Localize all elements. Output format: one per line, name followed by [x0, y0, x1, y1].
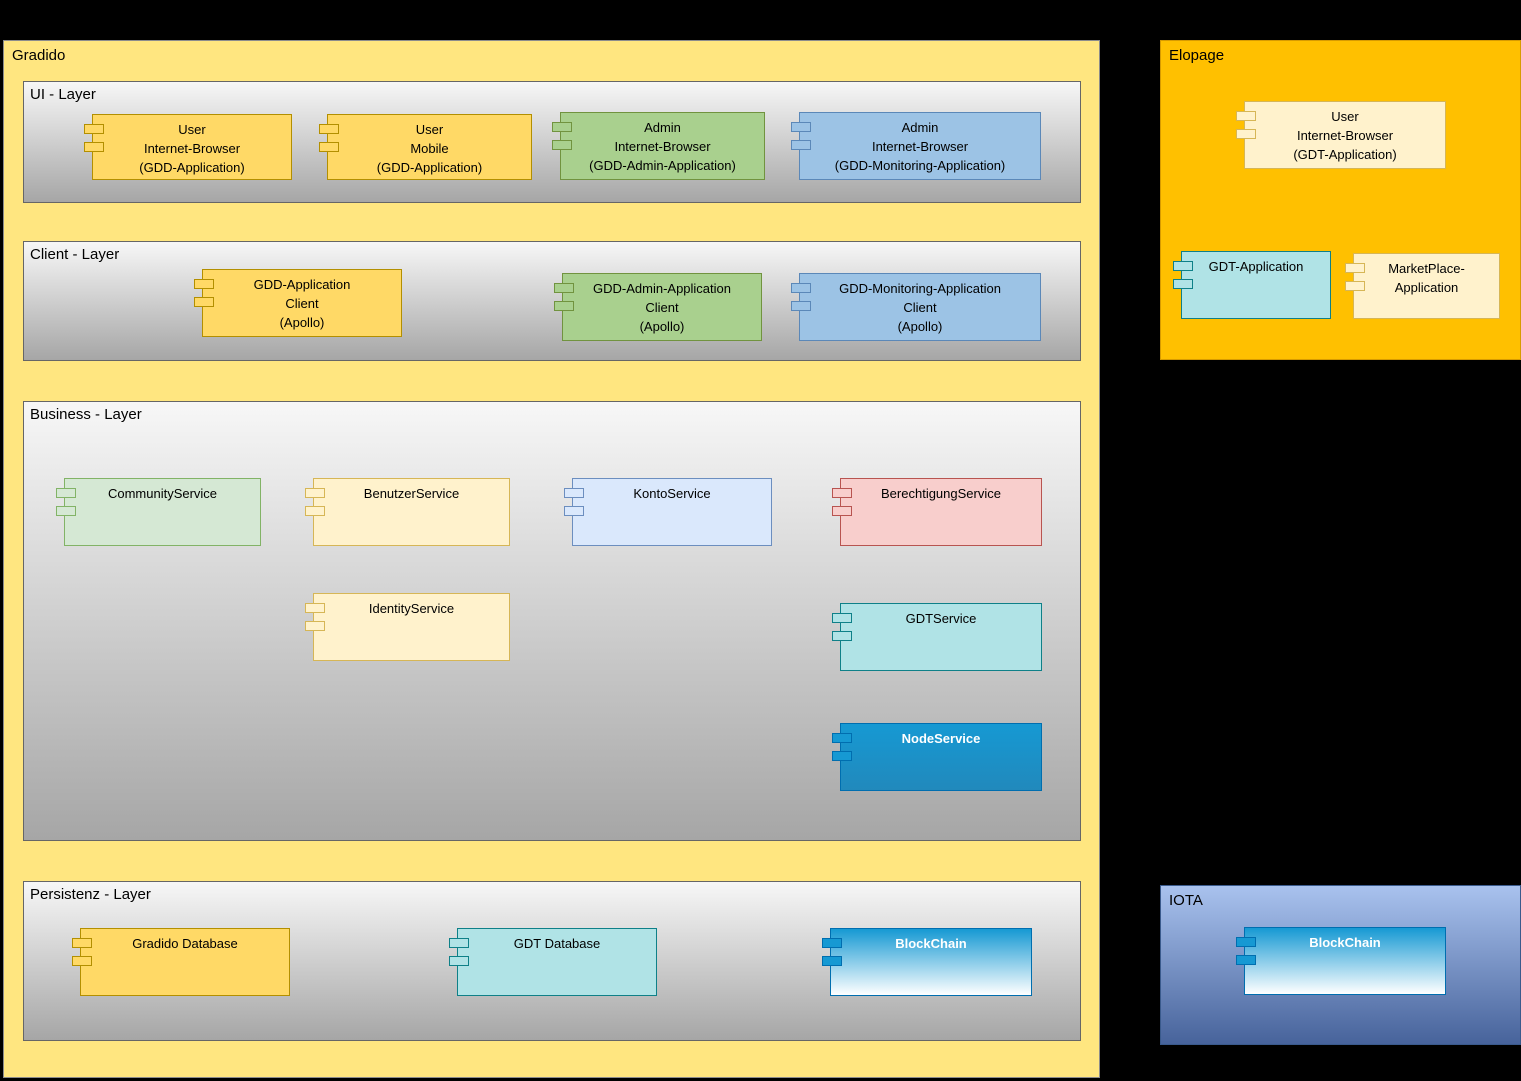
component-icon [449, 956, 469, 966]
component-label: BlockChain [895, 936, 967, 951]
component-ui-admin-internet-browser[interactable]: Admin Internet-Browser (GDD-Admin-Applic… [552, 112, 765, 180]
component-label: BerechtigungService [881, 486, 1001, 501]
component-icon [305, 506, 325, 516]
container-iota-label: IOTA [1169, 892, 1203, 909]
component-icon [319, 142, 339, 152]
component-label: Gradido Database [132, 936, 238, 951]
component-icon [449, 938, 469, 948]
component-label: GDD-Application Client (Apollo) [253, 277, 351, 330]
layer-ui[interactable]: UI - Layer User Internet-Browser (GDD-Ap… [23, 81, 1081, 203]
component-gdt-service[interactable]: GDTService [832, 603, 1042, 671]
component-icon [1173, 261, 1193, 271]
component-icon [1236, 129, 1256, 139]
layer-client[interactable]: Client - Layer GDD-Application Client (A… [23, 241, 1081, 361]
component-icon [832, 733, 852, 743]
component-icon [1345, 263, 1365, 273]
component-icon [56, 488, 76, 498]
component-icon [554, 301, 574, 311]
component-icon [791, 283, 811, 293]
component-icon [194, 279, 214, 289]
component-label: GDT Database [513, 936, 601, 951]
layer-business[interactable]: Business - Layer CommunityService Benutz… [23, 401, 1081, 841]
component-label: GDTService [905, 611, 977, 626]
component-icon [832, 631, 852, 641]
layer-client-label: Client - Layer [30, 246, 120, 263]
component-label: User Internet-Browser (GDD-Application) [139, 122, 245, 175]
component-label: IdentityService [368, 601, 455, 616]
component-benutzer-service[interactable]: BenutzerService [305, 478, 510, 546]
component-community-service[interactable]: CommunityService [56, 478, 261, 546]
component-label: GDD-Admin-Application Client (Apollo) [593, 281, 731, 334]
component-icon [552, 122, 572, 132]
component-icon [56, 506, 76, 516]
component-icon [84, 142, 104, 152]
component-icon [305, 621, 325, 631]
component-label: User Internet-Browser (GDT-Application) [1293, 109, 1397, 162]
component-icon [832, 506, 852, 516]
component-icon [791, 140, 811, 150]
layer-business-label: Business - Layer [30, 406, 142, 423]
component-gdt-database[interactable]: GDT Database [449, 928, 657, 996]
container-gradido[interactable]: Gradido UI - Layer User Internet-Browser… [3, 40, 1100, 1078]
component-ui-admin-monitoring-browser[interactable]: Admin Internet-Browser (GDD-Monitoring-A… [791, 112, 1041, 180]
component-ui-user-mobile[interactable]: User Mobile (GDD-Application) [319, 114, 532, 180]
component-icon [552, 140, 572, 150]
component-icon [84, 124, 104, 134]
component-icon [72, 938, 92, 948]
component-blockchain-persistenz[interactable]: BlockChain [822, 928, 1032, 996]
component-icon [791, 122, 811, 132]
component-icon [832, 488, 852, 498]
component-label: User Mobile (GDD-Application) [376, 122, 483, 175]
component-identity-service[interactable]: IdentityService [305, 593, 510, 661]
component-icon [1236, 937, 1256, 947]
component-icon [791, 301, 811, 311]
component-gradido-database[interactable]: Gradido Database [72, 928, 290, 996]
layer-ui-label: UI - Layer [30, 86, 96, 103]
layer-persistenz-label: Persistenz - Layer [30, 886, 151, 903]
component-icon [194, 297, 214, 307]
component-icon [1345, 281, 1365, 291]
component-icon [554, 283, 574, 293]
component-konto-service[interactable]: KontoService [564, 478, 772, 546]
component-label: NodeService [901, 731, 981, 746]
container-iota[interactable]: IOTA BlockChain [1160, 885, 1521, 1045]
component-icon [319, 124, 339, 134]
component-gdd-admin-application-client[interactable]: GDD-Admin-Application Client (Apollo) [554, 273, 762, 341]
component-gdd-application-client[interactable]: GDD-Application Client (Apollo) [194, 269, 402, 337]
container-gradido-label: Gradido [12, 47, 66, 64]
component-icon [1236, 111, 1256, 121]
container-elopage-label: Elopage [1169, 47, 1225, 64]
component-ui-user-internet-browser[interactable]: User Internet-Browser (GDD-Application) [84, 114, 292, 180]
component-icon [832, 613, 852, 623]
component-label: Admin Internet-Browser (GDD-Monitoring-A… [834, 120, 1006, 173]
component-label: CommunityService [107, 486, 218, 501]
component-node-service[interactable]: NodeService [832, 723, 1042, 791]
component-icon [822, 938, 842, 948]
component-icon [832, 751, 852, 761]
component-icon [72, 956, 92, 966]
component-berechtigung-service[interactable]: BerechtigungService [832, 478, 1042, 546]
component-icon [1236, 955, 1256, 965]
component-gdt-application[interactable]: GDT-Application [1173, 251, 1331, 319]
component-icon [305, 603, 325, 613]
component-gdd-monitoring-application-client[interactable]: GDD-Monitoring-Application Client (Apoll… [791, 273, 1041, 341]
component-icon [564, 488, 584, 498]
component-elopage-user-internet-browser[interactable]: User Internet-Browser (GDT-Application) [1236, 101, 1446, 169]
component-label: GDT-Application [1208, 259, 1304, 274]
component-iota-blockchain[interactable]: BlockChain [1236, 927, 1446, 995]
component-label: BlockChain [1309, 935, 1381, 950]
component-icon [822, 956, 842, 966]
component-label: Admin Internet-Browser (GDD-Admin-Applic… [589, 120, 736, 173]
component-label: GDD-Monitoring-Application Client (Apoll… [839, 281, 1001, 334]
component-label: KontoService [633, 486, 711, 501]
component-icon [1173, 279, 1193, 289]
component-marketplace-application[interactable]: MarketPlace- Application [1345, 253, 1500, 319]
component-label: BenutzerService [363, 486, 460, 501]
layer-persistenz[interactable]: Persistenz - Layer Gradido Database GDT … [23, 881, 1081, 1041]
container-elopage[interactable]: Elopage User Internet-Browser (GDT-Appli… [1160, 40, 1521, 360]
component-icon [564, 506, 584, 516]
component-label: MarketPlace- Application [1388, 261, 1465, 295]
component-icon [305, 488, 325, 498]
